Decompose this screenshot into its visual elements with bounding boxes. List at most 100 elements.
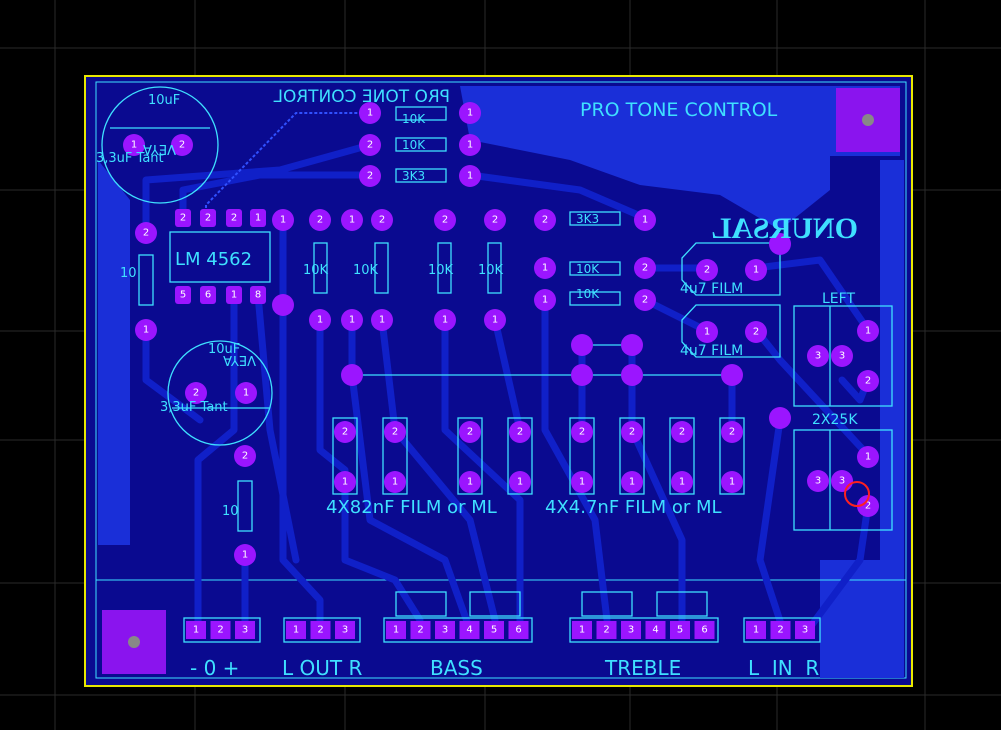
pad-number: 3 — [815, 351, 821, 362]
treble-pin — [670, 621, 690, 639]
pad — [671, 471, 693, 493]
lout-pin-number: 3 — [342, 625, 348, 636]
pad-number: 1 — [131, 140, 137, 151]
pad — [571, 334, 593, 356]
pad — [459, 471, 481, 493]
pad — [135, 222, 157, 244]
pad — [459, 102, 481, 124]
pad — [171, 134, 193, 156]
ic-pad-number: 1 — [231, 290, 237, 301]
cap-mid-left-alt: 3,3uF Tant — [160, 400, 228, 415]
pad-number: 1 — [243, 388, 249, 399]
pad-number: 1 — [442, 315, 448, 326]
pad-number: 1 — [642, 215, 648, 226]
pad-number: 2 — [442, 215, 448, 226]
power-connector-label: - 0 + — [190, 656, 239, 680]
pad-number: 2 — [179, 140, 185, 151]
pad — [234, 445, 256, 467]
res-v4-label: 10K — [478, 263, 504, 278]
lin-pin-number: 1 — [753, 625, 759, 636]
pad-number: 2 — [865, 501, 871, 512]
pad-number: 1 — [467, 477, 473, 488]
cap-treble-2-outline — [619, 417, 645, 495]
lin-pin — [795, 621, 815, 639]
lin-pin — [770, 621, 791, 639]
treble-pin — [694, 621, 715, 639]
lout-connector-outline — [283, 617, 361, 643]
pad-number: 2 — [542, 215, 548, 226]
pad-number: 1 — [342, 477, 348, 488]
pot-left-label: LEFT — [822, 291, 855, 307]
film-cap-1-outline — [681, 242, 781, 296]
pad — [459, 165, 481, 187]
pad-number: 2 — [242, 451, 248, 462]
pad — [234, 544, 256, 566]
cap-mid-left-veya: VEYA — [223, 352, 256, 367]
selection-cursor[interactable] — [844, 481, 870, 507]
pad-number: 2 — [865, 376, 871, 387]
cap-bass-2-outline — [382, 417, 408, 495]
pad — [857, 446, 879, 468]
ic-pad-number: 2 — [205, 213, 211, 224]
ic-pad-number: 5 — [180, 290, 186, 301]
pad-number: 2 — [729, 427, 735, 438]
treble-connector-label: TREBLE — [604, 656, 681, 680]
res-h2-label: 10K — [576, 287, 600, 301]
pad — [634, 289, 656, 311]
res-10-b-label: 10 — [222, 504, 239, 519]
pad-number: 2 — [367, 171, 373, 182]
lout-pin — [335, 621, 355, 639]
res-h-10k-1-body — [395, 106, 447, 121]
ic-pad — [250, 209, 266, 227]
res-3k3-2-label: 3K3 — [576, 212, 599, 226]
pad-number: 2 — [579, 427, 585, 438]
copper-traces — [142, 141, 872, 634]
bass-pin-number: 4 — [466, 625, 472, 636]
pad-number: 1 — [704, 327, 710, 338]
pad-number: 1 — [367, 108, 373, 119]
pad-number: 2 — [642, 295, 648, 306]
pad-number: 2 — [317, 215, 323, 226]
res-10-a-body — [138, 254, 154, 306]
res-h1-label: 10K — [576, 262, 600, 276]
power-pin — [235, 621, 255, 639]
pad — [769, 233, 791, 255]
res-v3-label: 10K — [428, 263, 454, 278]
res-10-b-body — [237, 480, 253, 532]
lin-pin — [746, 621, 766, 639]
pad — [534, 209, 556, 231]
pad — [272, 294, 294, 316]
ic-pad-number: 1 — [255, 213, 261, 224]
bass-pin — [459, 621, 480, 639]
board-inner-edge — [95, 81, 907, 679]
res-v-3-body — [437, 242, 452, 294]
ic-pad — [226, 209, 242, 227]
pad-number: 2 — [342, 427, 348, 438]
pad-number: 1 — [517, 477, 523, 488]
pad-number: 2 — [642, 263, 648, 274]
pad — [359, 102, 381, 124]
pad — [434, 209, 456, 231]
pad — [484, 209, 506, 231]
bass-pin — [508, 621, 529, 639]
lout-pin — [286, 621, 306, 639]
pad-number: 2 — [704, 265, 710, 276]
pad-number: 2 — [679, 427, 685, 438]
pot-right-outline — [793, 429, 893, 531]
bass-pin — [435, 621, 455, 639]
treble-pin — [572, 621, 592, 639]
ic-outline — [169, 231, 271, 283]
res-3k3-1-label: 3K3 — [402, 169, 425, 183]
pad — [769, 407, 791, 429]
pad — [371, 309, 393, 331]
pad — [621, 334, 643, 356]
pad — [509, 471, 531, 493]
bass-pot-body-2 — [469, 591, 521, 617]
cap-bass-1-outline — [332, 417, 358, 495]
pad — [185, 382, 207, 404]
pad — [359, 134, 381, 156]
ic-pad-number: 6 — [205, 290, 211, 301]
lin-pin-number: 3 — [802, 625, 808, 636]
res-h-10k-4-body — [569, 291, 621, 306]
